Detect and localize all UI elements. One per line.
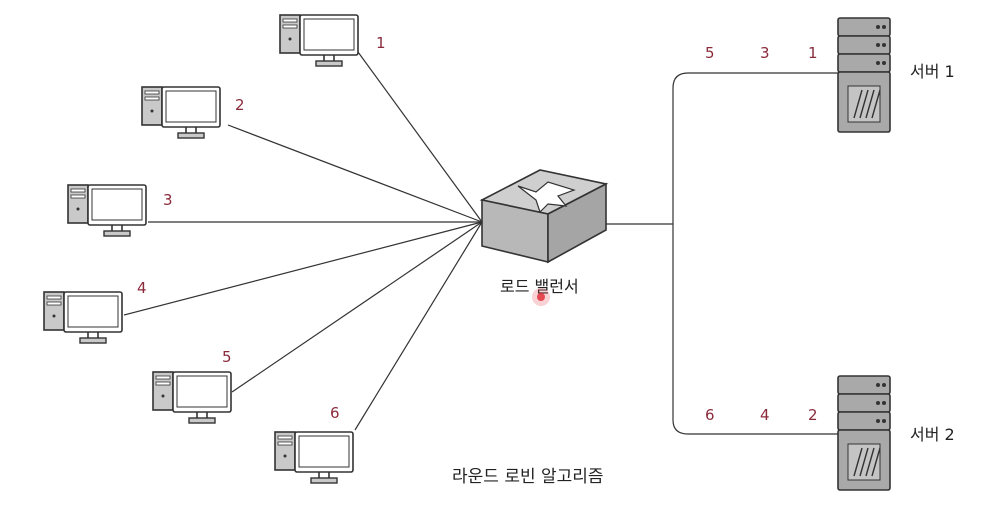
client-number: 1 [376,34,386,52]
connection-line-5 [231,221,483,393]
client-number: 2 [235,96,245,114]
computer-icon [152,371,232,424]
request-number: 3 [760,44,770,62]
request-number: 5 [705,44,715,62]
request-number: 6 [705,406,715,424]
cursor-highlight [532,288,550,306]
server-icon [837,17,891,133]
computer-icon [43,291,123,344]
server-connections [606,72,838,435]
request-number: 4 [760,406,770,424]
client-number: 6 [330,404,340,422]
client-number: 4 [137,279,147,297]
connection-line-6 [354,221,483,431]
diagram-caption: 라운드 로빈 알고리즘 [452,467,604,487]
connection-line-4 [123,221,483,316]
load-balancer-icon [479,169,609,264]
computer-icon [141,86,221,139]
computer-icon [279,14,359,67]
connection-line-2 [227,124,483,223]
computer-icon [67,184,147,237]
server-label: 서버 2 [910,425,955,444]
connection-line-1 [357,51,483,223]
client-number: 5 [222,348,232,366]
client-connections [123,51,483,431]
request-number: 2 [808,406,818,424]
server-label: 서버 1 [910,62,955,81]
server-icon [837,375,891,491]
computer-icon [274,431,354,484]
request-number: 1 [808,44,818,62]
client-number: 3 [163,191,173,209]
load-balancer-label: 로드 밸런서 [500,277,579,296]
